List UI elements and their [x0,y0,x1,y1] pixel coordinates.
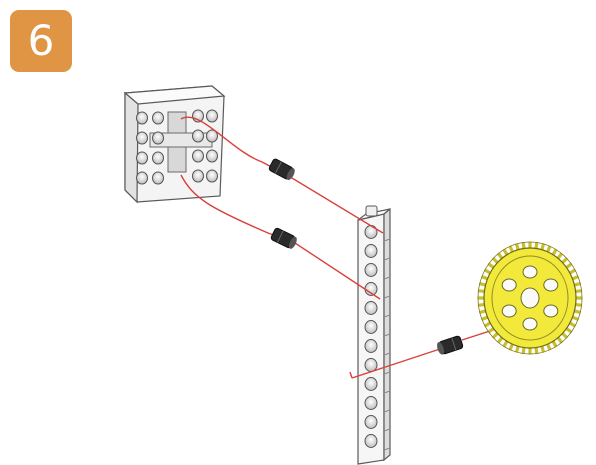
frame-hole [207,150,218,162]
frame-hole [137,172,148,184]
rod-hole [365,321,377,334]
long-perforated-rod [358,206,390,464]
frame-hole [193,130,204,142]
frame-hole [207,110,218,122]
frame-hole [153,152,164,164]
frame-hole [137,132,148,144]
gear-hole [502,305,516,317]
gear-hole [544,279,558,291]
rod-hole [365,359,377,372]
rod-hole [365,378,377,391]
rod-hole [365,435,377,448]
rod-hole [365,264,377,277]
rod-hole [365,226,377,239]
gear-hole [502,279,516,291]
axle-connector-middle [270,227,298,250]
axle-connector-right [436,335,464,355]
rod-hole [365,340,377,353]
assembly-line-right-stub [350,372,352,378]
gear-hole [523,266,537,278]
frame-hole [193,150,204,162]
rod-hole [365,416,377,429]
rod-hole [365,397,377,410]
frame-hole [137,152,148,164]
frame-hole [153,172,164,184]
rod-hole [365,245,377,258]
frame-hole [153,112,164,124]
frame-hole [153,132,164,144]
gear-hole [523,318,537,330]
frame-block [125,86,224,202]
gear-hole [544,305,558,317]
gear-wheel [478,242,582,354]
frame-hole [137,112,148,124]
frame-hole [193,170,204,182]
frame-hole [207,170,218,182]
rod-hole [365,302,377,315]
